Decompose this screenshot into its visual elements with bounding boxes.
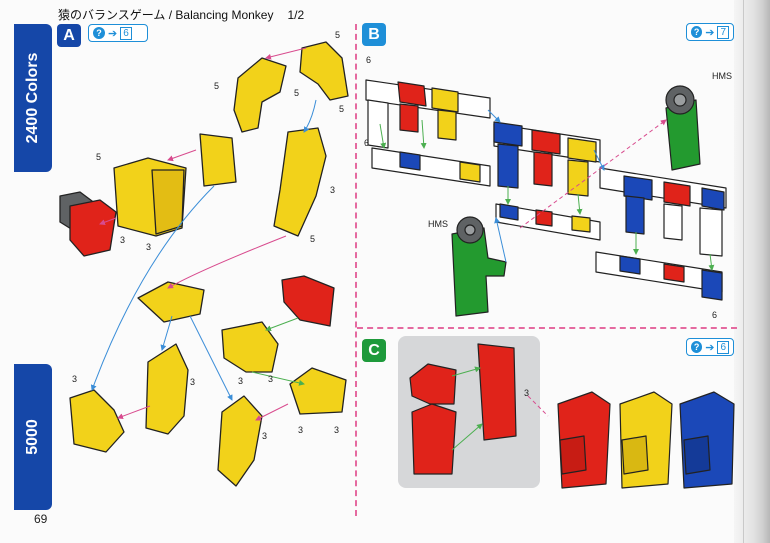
arrow-icon: ➔ (705, 26, 715, 39)
step-c-arrows (451, 366, 549, 451)
step-c-hint: ? ➔ 6 (686, 338, 734, 356)
hint-count: 6 (120, 26, 132, 40)
step-a-hint: ? ➔ 6 (88, 24, 148, 42)
page-binding-shadow (734, 0, 770, 543)
side-tab-2400-colors: 2400 Colors (14, 24, 52, 172)
callout-5: 5 (339, 104, 344, 114)
callout-3: 3 (146, 242, 151, 252)
page-number: 69 (34, 512, 48, 526)
callout-3: 3 (238, 376, 243, 386)
step-a-pieces (59, 41, 349, 487)
section-divider-vertical (355, 24, 357, 516)
hms-label: HMS (712, 71, 732, 81)
arrow-icon: ➔ (705, 341, 715, 354)
callout-5: 5 (214, 81, 219, 91)
hint-count: 7 (717, 25, 729, 39)
step-c-callouts: 3 (524, 388, 529, 398)
step-b-hint: ? ➔ 7 (686, 23, 734, 41)
callout-3: 3 (524, 388, 529, 398)
callout-3: 3 (268, 374, 273, 384)
hms-label: HMS (428, 219, 448, 229)
step-c-label: C (362, 339, 386, 362)
side-tab-5000: 5000 (14, 364, 52, 510)
binding-line (743, 0, 744, 543)
callout-5: 5 (294, 88, 299, 98)
callout-5: 5 (310, 234, 315, 244)
page-fraction: 1/2 (287, 8, 305, 22)
callout-6: 6 (366, 55, 371, 65)
callout-3: 3 (190, 377, 195, 387)
callout-3: 3 (72, 374, 77, 384)
question-icon: ? (691, 341, 703, 353)
callout-5: 5 (335, 30, 340, 40)
callout-3: 3 (120, 235, 125, 245)
step-b-arrows (379, 109, 715, 271)
callout-3: 3 (334, 425, 339, 435)
step-a-label: A (57, 24, 81, 47)
section-divider-horizontal (357, 327, 737, 329)
callout-6: 6 (712, 310, 717, 320)
page-header: 猿のバランスゲーム / Balancing Monkey 1/2 (58, 6, 304, 23)
hint-count: 6 (717, 340, 729, 354)
step-a-arrows (90, 47, 317, 421)
page-title: 猿のバランスゲーム / Balancing Monkey (58, 8, 274, 22)
callout-3: 3 (298, 425, 303, 435)
callout-5: 5 (96, 152, 101, 162)
callout-3: 3 (330, 185, 335, 195)
step-b-pieces (365, 79, 727, 317)
step-b-label: B (362, 23, 386, 46)
callout-6: 6 (364, 138, 369, 148)
question-icon: ? (93, 27, 105, 39)
question-icon: ? (691, 26, 703, 38)
step-b-callouts: 6 6 6 HMS HMS (364, 55, 732, 320)
arrow-icon: ➔ (108, 27, 118, 40)
step-a-callouts: 5 5 5 5 5 3 5 3 3 3 3 3 3 3 3 3 (72, 30, 344, 441)
callout-3: 3 (262, 431, 267, 441)
step-c-pieces (409, 343, 735, 489)
